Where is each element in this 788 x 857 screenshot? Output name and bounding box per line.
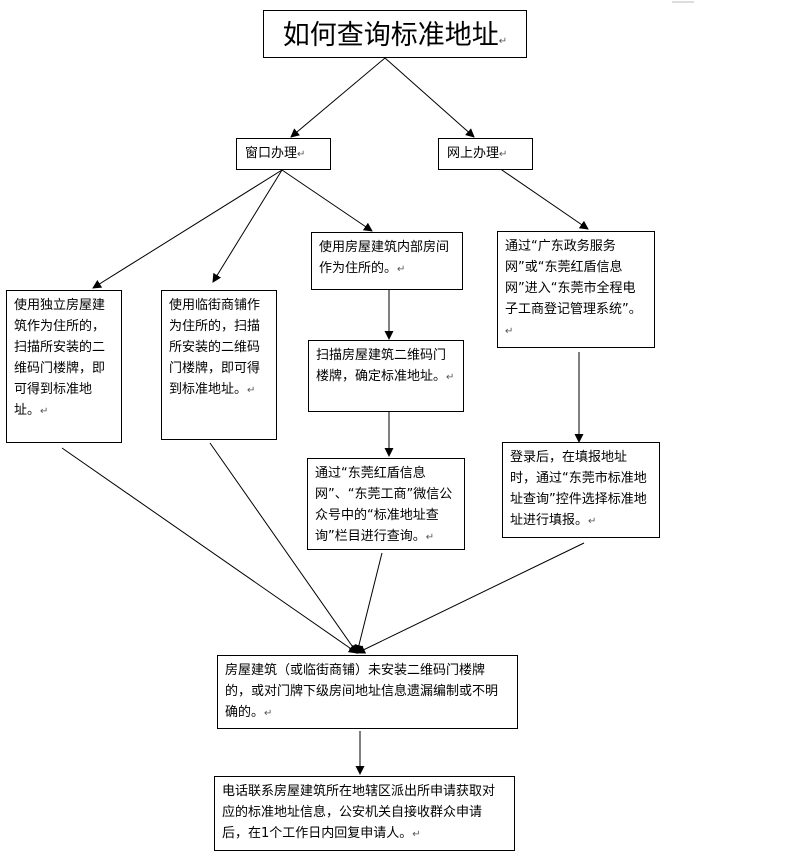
node-independent-text: 使用独立房屋建筑作为住所的，扫描所安装的二维码门楼牌，即可得到标准地址。	[14, 298, 106, 418]
node-no-qr: 房屋建筑（或临街商铺）未安装二维码门楼牌的，或对门牌下级房间地址信息遗漏编制或不…	[217, 655, 518, 729]
node-street-shop-text: 使用临街商铺作为住所的，扫描所安装的二维码门楼牌，即可得到标准地址。	[169, 298, 261, 397]
node-online-system-text: 通过“广东政务服务网”或“东莞红盾信息网”进入“东莞市全程电子工商登记管理系统”…	[505, 239, 642, 317]
node-phone-contact: 电话联系房屋建筑所在地辖区派出所申请获取对应的标准地址信息，公安机关自接收群众申…	[214, 776, 515, 851]
arrow-window-to-streetshop	[212, 169, 283, 283]
node-scan-building: 扫描房屋建筑二维码门楼牌，确定标准地址。↵	[308, 340, 464, 412]
node-street-shop: 使用临街商铺作为住所的，扫描所安装的二维码门楼牌，即可得到标准地址。↵	[161, 290, 277, 440]
node-window-text: 窗口办理	[245, 146, 298, 161]
node-internal-room-text: 使用房屋建筑内部房间作为住所的。	[319, 240, 450, 276]
node-internal-room: 使用房屋建筑内部房间作为住所的。↵	[311, 232, 463, 290]
arrow-online-to-system	[498, 167, 589, 230]
node-online: 网上办理↵	[438, 138, 533, 170]
arrow-wechat-to-noqr	[354, 552, 383, 654]
node-login-fill: 登录后，在填报地址时，通过“东莞市标准地址查询”控件选择标准地址进行填报。↵	[502, 442, 660, 538]
node-wechat-query-text: 通过“东莞红盾信息网”、“东莞工商”微信公众号中的“标准地址查询”栏目进行查询。	[315, 466, 453, 544]
node-wechat-query: 通过“东莞红盾信息网”、“东莞工商”微信公众号中的“标准地址查询”栏目进行查询。…	[307, 458, 465, 550]
node-online-text: 网上办理	[447, 146, 500, 161]
flowchart-title: 如何查询标准地址↵	[263, 10, 527, 58]
title-text: 如何查询标准地址	[282, 20, 499, 51]
node-login-fill-text: 登录后，在填报地址时，通过“东莞市标准地址查询”控件选择标准地址进行填报。	[510, 450, 647, 528]
node-online-system: 通过“广东政务服务网”或“东莞红盾信息网”进入“东莞市全程电子工商登记管理系统”…	[497, 231, 655, 348]
arrow-window-to-internal	[281, 169, 373, 232]
node-window: 窗口办理↵	[236, 138, 331, 170]
arrow-title-to-window	[290, 57, 386, 138]
node-scan-building-text: 扫描房屋建筑二维码门楼牌，确定标准地址。	[316, 348, 447, 384]
node-independent: 使用独立房屋建筑作为住所的，扫描所安装的二维码门楼牌，即可得到标准地址。↵	[6, 290, 122, 443]
arrow-window-to-independent	[92, 169, 283, 289]
node-phone-contact-text: 电话联系房屋建筑所在地辖区派出所申请获取对应的标准地址信息，公安机关自接收群众申…	[222, 784, 496, 841]
arrow-independent-to-noqr	[61, 447, 358, 654]
arrow-streetshop-to-noqr	[209, 442, 358, 654]
arrow-title-to-online	[384, 57, 475, 138]
arrow-login-to-noqr	[356, 542, 585, 654]
node-no-qr-text: 房屋建筑（或临街商铺）未安装二维码门楼牌的，或对门牌下级房间地址信息遗漏编制或不…	[225, 663, 499, 720]
